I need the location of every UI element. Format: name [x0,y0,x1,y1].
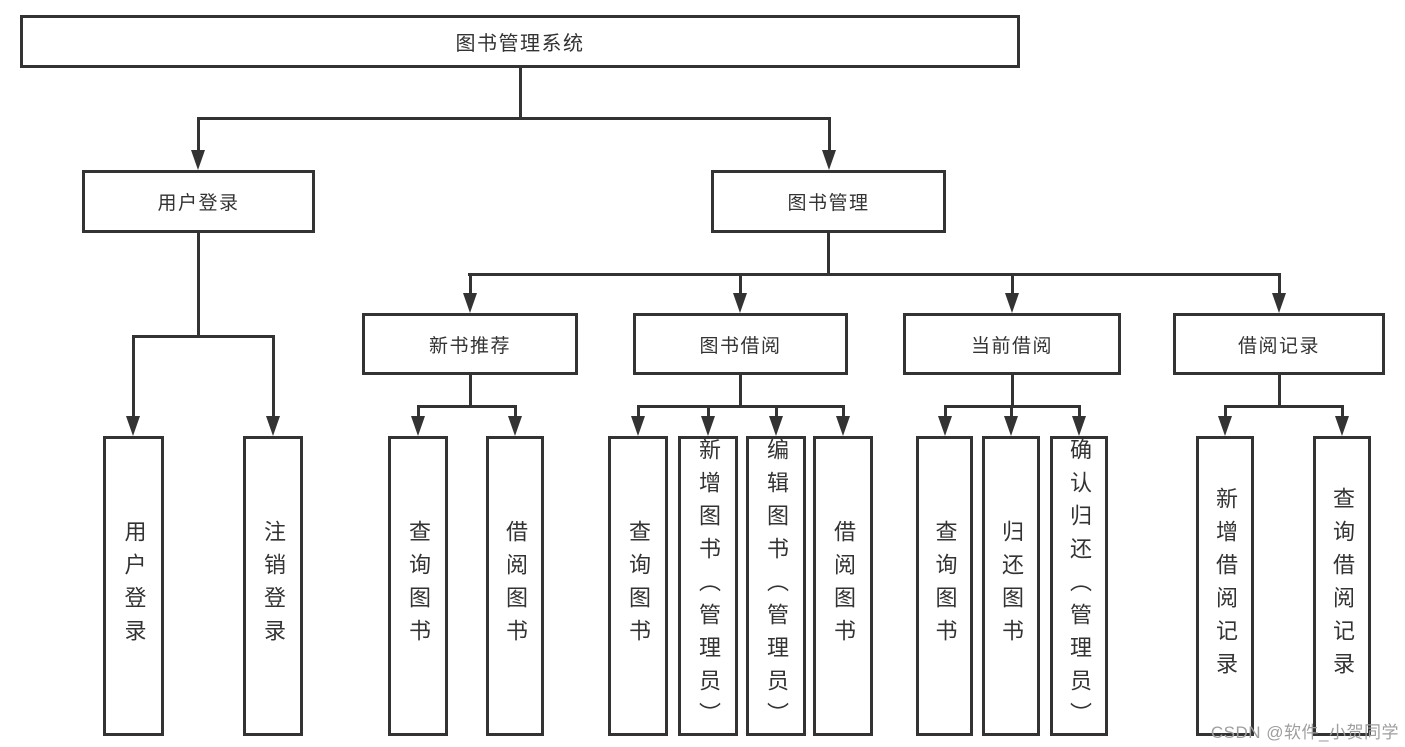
connector-shaft [197,117,200,153]
connector-stub [1011,375,1014,408]
node-label: 新增图书（管理员） [696,437,721,735]
arrowhead-down-icon [822,150,836,170]
connector-stub [739,375,742,408]
connector-bus [468,273,1281,276]
connector-shaft [775,405,778,420]
connector-shaft [842,405,845,420]
node-label: 图书管理 [787,193,870,214]
leaf-borrow-books-borrowing: 借阅图书 [813,436,873,736]
leaf-user-login: 用户登录 [103,436,164,736]
connector-shaft [1278,273,1281,297]
leaf-add-borrow-record: 新增借阅记录 [1196,436,1254,736]
node-label: 用户登录 [121,520,147,652]
connector-stub [197,233,200,338]
arrowhead-down-icon [733,293,747,313]
arrowhead-down-icon [191,150,205,170]
connector-bus [637,405,844,408]
leaf-query-borrow-record: 查询借阅记录 [1313,436,1371,736]
connector-shaft [828,117,831,153]
node-label: 借阅记录 [1237,335,1320,357]
connector-bus [417,405,517,408]
leaf-return-books: 归还图书 [982,436,1040,736]
leaf-borrow-books-recommend: 借阅图书 [486,436,544,736]
connector-shaft [739,273,742,297]
connector-shaft [1010,405,1013,420]
node-library-management-system: 图书管理系统 [20,15,1020,68]
leaf-edit-book-admin: 编辑图书（管理员） [746,436,806,736]
arrowhead-down-icon [1004,416,1018,436]
arrowhead-down-icon [631,416,645,436]
connector-shaft [417,405,420,420]
node-label: 编辑图书（管理员） [764,437,789,735]
leaf-query-books-current: 查询图书 [916,436,973,736]
node-label: 新增借阅记录 [1213,487,1238,685]
node-label: 查询图书 [626,520,651,652]
connector-shaft [944,405,947,420]
arrowhead-down-icon [769,416,783,436]
connector-shaft [132,335,135,418]
node-label: 图书借阅 [699,335,782,357]
connector-stub [827,233,830,276]
leaf-query-books-borrowing: 查询图书 [608,436,668,736]
watermark: CSDN @软件_小贺同学 [1210,723,1399,742]
arrowhead-down-icon [701,416,715,436]
node-book-borrowing: 图书借阅 [633,313,848,375]
arrowhead-down-icon [836,416,850,436]
node-user-login: 用户登录 [82,170,315,233]
arrowhead-down-icon [1005,293,1019,313]
node-current-borrowing: 当前借阅 [903,313,1121,375]
node-label: 借阅图书 [831,520,856,652]
arrowhead-down-icon [266,416,280,436]
connector-shaft [1224,405,1227,420]
node-label: 查询图书 [406,520,431,652]
leaf-add-book-admin: 新增图书（管理员） [678,436,738,736]
node-label: 当前借阅 [970,335,1053,357]
connector-shaft [1341,405,1344,420]
node-book-management: 图书管理 [711,170,946,233]
connector-shaft [469,273,472,297]
connector-shaft [707,405,710,420]
connector-shaft [514,405,517,420]
leaf-confirm-return-admin: 确认归还（管理员） [1050,436,1108,736]
node-label: 查询借阅记录 [1330,487,1355,685]
connector-shaft [637,405,640,420]
node-label: 确认归还（管理员） [1067,437,1092,735]
arrowhead-down-icon [1218,416,1232,436]
node-label: 归还图书 [999,520,1024,652]
connector-root-stub [519,68,522,119]
leaf-logout: 注销登录 [243,436,303,736]
connector-shaft [1078,405,1081,420]
arrowhead-down-icon [126,416,140,436]
connector-bus [1224,405,1344,408]
node-label: 新书推荐 [428,335,511,357]
node-label: 用户登录 [157,193,240,214]
arrowhead-down-icon [938,416,952,436]
arrowhead-down-icon [508,416,522,436]
node-label: 查询图书 [932,520,958,652]
connector-stub [1278,375,1281,408]
connector-root-bus [197,117,831,120]
node-new-book-recommendation: 新书推荐 [362,313,578,375]
connector-shaft [272,335,275,418]
node-label: 借阅图书 [503,520,528,652]
arrowhead-down-icon [1335,416,1349,436]
arrowhead-down-icon [1072,416,1086,436]
arrowhead-down-icon [463,293,477,313]
node-borrowing-records: 借阅记录 [1173,313,1385,375]
node-label: 注销登录 [261,520,286,652]
leaf-query-books-recommend: 查询图书 [388,436,448,736]
node-label: 图书管理系统 [455,33,585,55]
arrowhead-down-icon [411,416,425,436]
arrowhead-down-icon [1272,293,1286,313]
connector-bus [132,335,275,338]
connector-shaft [1011,273,1014,297]
connector-stub [469,375,472,408]
